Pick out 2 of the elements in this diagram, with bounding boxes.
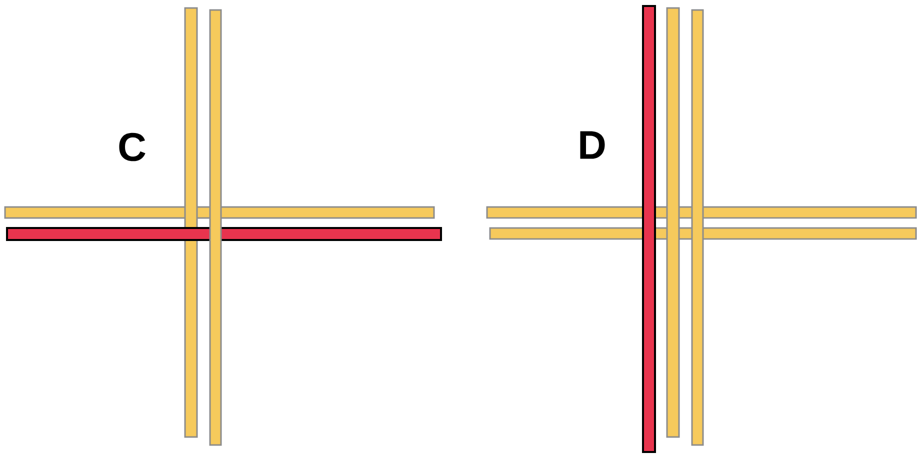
panel-letter: D — [580, 131, 605, 159]
panel-letter: C — [119, 132, 146, 162]
